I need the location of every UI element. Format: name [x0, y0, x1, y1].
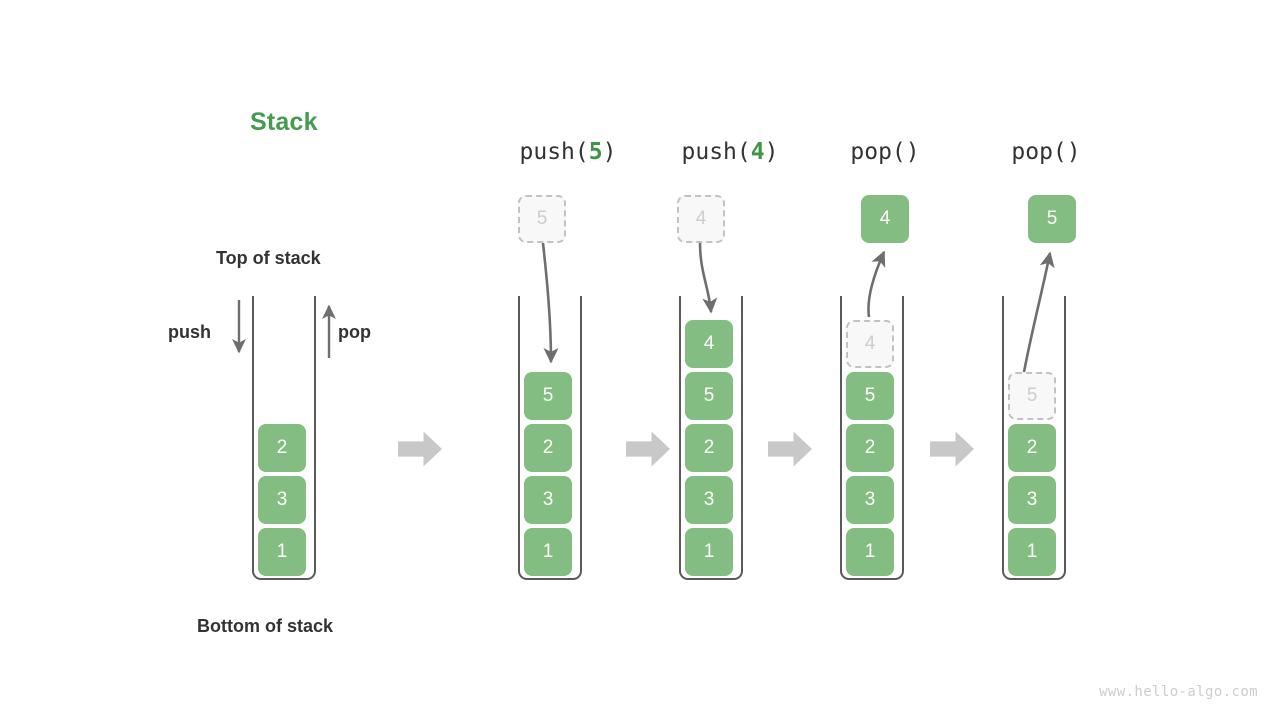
- stack-cell: 4: [685, 320, 733, 368]
- stack-cell: 2: [258, 424, 306, 472]
- op-close: ): [1066, 139, 1081, 165]
- op-name: push(: [519, 139, 589, 165]
- watermark: www.hello-algo.com: [1099, 684, 1258, 700]
- op-close: ): [764, 139, 779, 165]
- stack-container-pop-1: [840, 296, 904, 580]
- op-name: pop(: [850, 139, 906, 165]
- transition-arrow-icon: [930, 431, 974, 467]
- transition-arrow-icon: [626, 431, 670, 467]
- stack-container-push-5: [518, 296, 582, 580]
- stack-container-initial: [252, 296, 316, 580]
- stack-cell: 3: [846, 476, 894, 524]
- incoming-ghost-cell: 4: [677, 195, 725, 243]
- stack-cell: 2: [685, 424, 733, 472]
- pop-label: pop: [338, 322, 371, 342]
- op-arg: 4: [750, 139, 765, 165]
- stack-cell: 1: [524, 528, 572, 576]
- op-header-push-5: push(5): [520, 139, 617, 165]
- op-name: pop(: [1011, 139, 1067, 165]
- stack-cell: 3: [524, 476, 572, 524]
- stack-cell: 1: [685, 528, 733, 576]
- stack-cell: 2: [524, 424, 572, 472]
- push-label: push: [168, 322, 211, 342]
- op-close: ): [602, 139, 617, 165]
- op-arg: 5: [588, 139, 603, 165]
- bottom-of-stack-label: Bottom of stack: [197, 616, 334, 636]
- stack-cell: 3: [685, 476, 733, 524]
- transition-arrow-icon: [398, 431, 442, 467]
- stack-cell: 1: [846, 528, 894, 576]
- stack-cell: 5: [685, 372, 733, 420]
- stack-cell: 3: [1008, 476, 1056, 524]
- page-title: Stack: [250, 108, 318, 136]
- popped-cell: 4: [861, 195, 909, 243]
- stack-container-push-4: [679, 296, 743, 580]
- incoming-ghost-cell: 5: [518, 195, 566, 243]
- op-header-push-4: push(4): [682, 139, 779, 165]
- removed-ghost-cell: 4: [846, 320, 894, 368]
- popped-cell: 5: [1028, 195, 1076, 243]
- op-close: ): [905, 139, 920, 165]
- stack-cell: 2: [846, 424, 894, 472]
- top-of-stack-label: Top of stack: [216, 248, 321, 268]
- stack-cell: 5: [846, 372, 894, 420]
- op-header-pop-1: pop(): [850, 139, 919, 165]
- op-header-pop-2: pop(): [1011, 139, 1080, 165]
- op-name: push(: [681, 139, 751, 165]
- stack-cell: 3: [258, 476, 306, 524]
- stack-container-pop-2: [1002, 296, 1066, 580]
- transition-arrow-icon: [768, 431, 812, 467]
- stack-cell: 2: [1008, 424, 1056, 472]
- removed-ghost-cell: 5: [1008, 372, 1056, 420]
- stack-cell: 1: [258, 528, 306, 576]
- stack-cell: 1: [1008, 528, 1056, 576]
- stack-cell: 5: [524, 372, 572, 420]
